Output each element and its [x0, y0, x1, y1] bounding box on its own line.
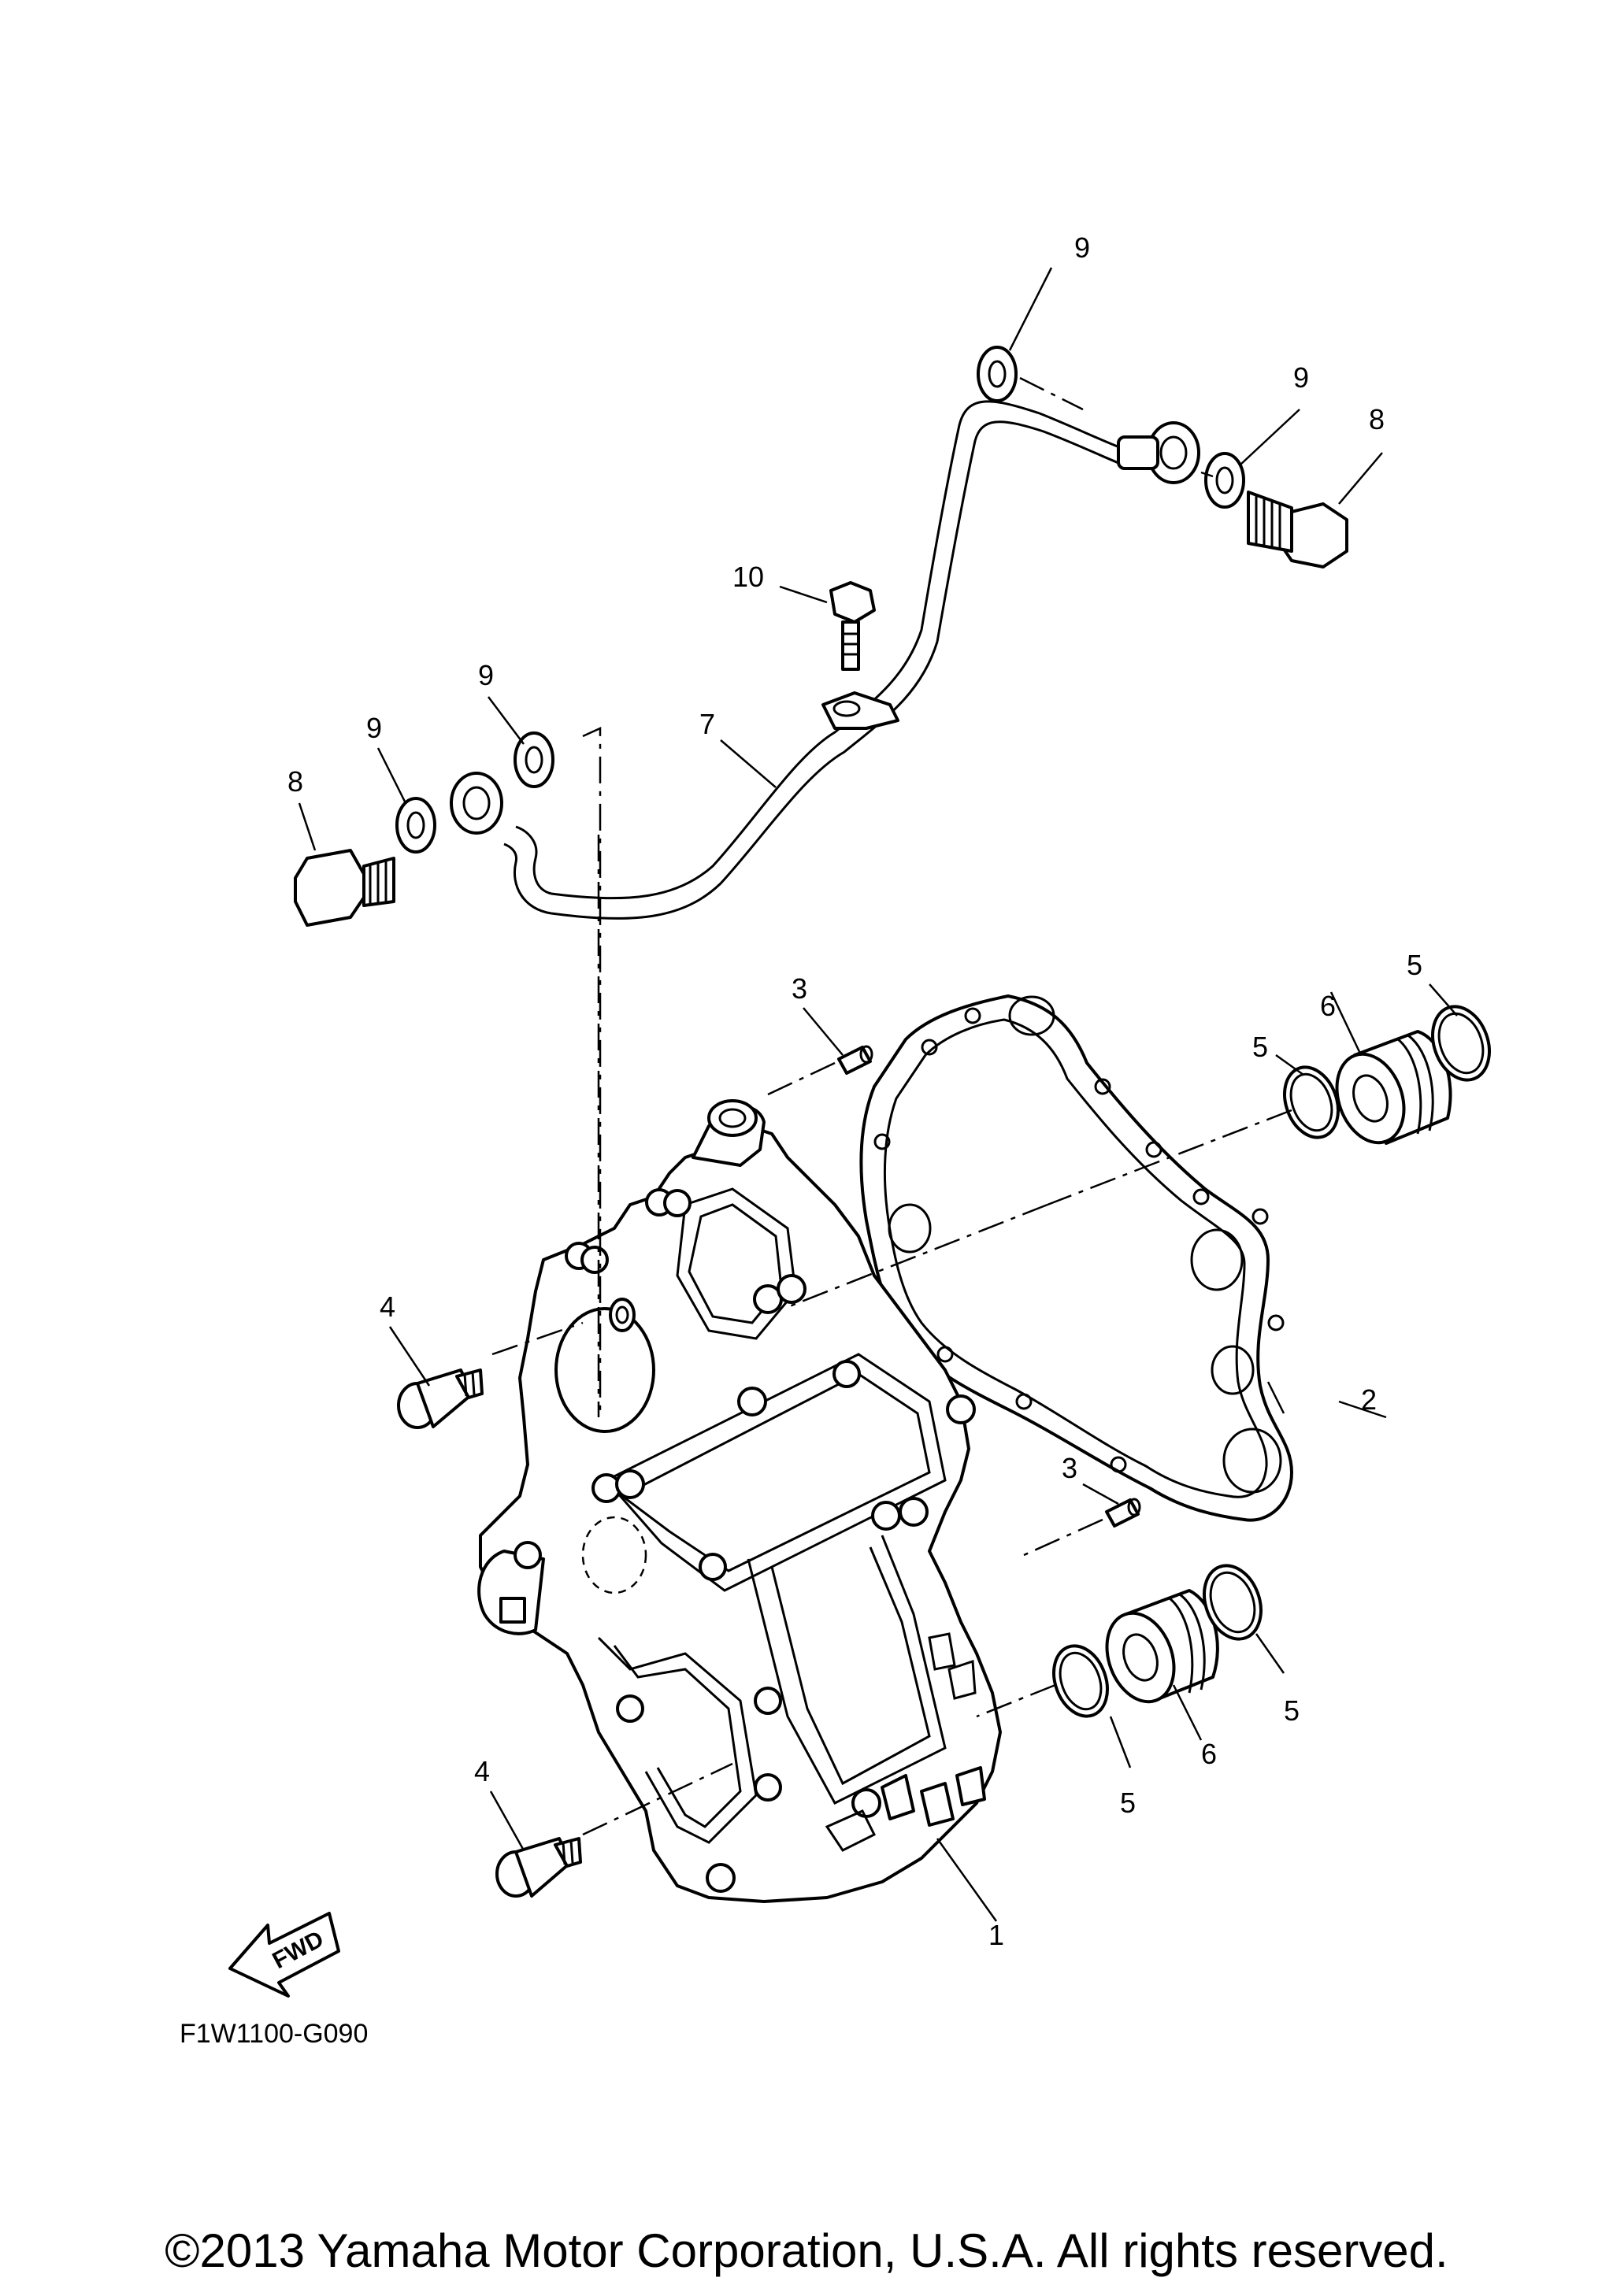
callout-5-lower-inner: 5 — [1120, 1787, 1136, 1819]
callout-4-lower: 4 — [474, 1755, 490, 1787]
callout-6-lower: 6 — [1201, 1738, 1217, 1770]
bolt-10 — [829, 581, 876, 671]
washer-9-d — [1204, 452, 1245, 509]
callout-6-upper: 6 — [1320, 990, 1336, 1022]
callout-8-right: 8 — [1369, 403, 1385, 435]
callout-3-lower: 3 — [1062, 1452, 1077, 1484]
crankcase-cover — [477, 1099, 1002, 1903]
dowel-pin-lower — [1105, 1498, 1141, 1528]
callout-8-left: 8 — [287, 765, 303, 798]
callout-9-right: 9 — [1293, 361, 1309, 394]
callout-3-upper: 3 — [792, 972, 807, 1005]
o-ring-lower-inner — [1052, 1644, 1109, 1718]
dowel-pin-upper — [837, 1045, 873, 1075]
crankcase-cover-gasket — [859, 994, 1293, 1522]
collar-upper — [1335, 1030, 1452, 1145]
o-ring-lower-outer — [1203, 1564, 1263, 1641]
union-bolt-right — [1247, 491, 1348, 568]
callout-1: 1 — [988, 1919, 1004, 1951]
callout-4-upper: 4 — [380, 1291, 395, 1323]
callout-9-mid: 9 — [478, 659, 494, 691]
collar-lower — [1105, 1589, 1219, 1704]
callout-9-top: 9 — [1074, 231, 1090, 264]
callout-7: 7 — [699, 708, 715, 740]
callout-5-lower-outer: 5 — [1284, 1694, 1300, 1727]
washer-9-b — [514, 731, 554, 788]
callout-numbers: 9 9 8 10 9 9 8 7 3 3 4 4 5 6 5 2 5 6 5 1 — [287, 231, 1422, 1951]
o-ring-upper-inner — [1283, 1065, 1340, 1139]
callout-5-upper-outer: 5 — [1407, 949, 1422, 981]
callout-10: 10 — [732, 561, 764, 593]
bolt-4-lower — [495, 1837, 582, 1898]
washer-9-c — [977, 346, 1018, 402]
copyright-notice: ©2013 Yamaha Motor Corporation, U.S.A. A… — [165, 2224, 1448, 2277]
washer-9-a — [395, 797, 436, 854]
callout-2: 2 — [1361, 1383, 1377, 1416]
figure-code: F1W1100-G090 — [180, 2019, 368, 2049]
alignment-lines — [491, 376, 1292, 1836]
bolt-4-upper — [397, 1368, 484, 1429]
o-ring-upper-outer — [1431, 1005, 1491, 1082]
union-bolt-left — [294, 849, 395, 927]
callout-5-upper-inner: 5 — [1252, 1031, 1268, 1063]
pipe-banjo-left — [450, 772, 503, 835]
leader-lines — [298, 267, 1458, 1922]
callout-9-left: 9 — [366, 712, 382, 744]
oil-delivery-pipe — [503, 400, 1135, 920]
forward-arrow-icon: FWD — [228, 1912, 340, 1998]
pipe-banjo-right — [1117, 421, 1200, 484]
